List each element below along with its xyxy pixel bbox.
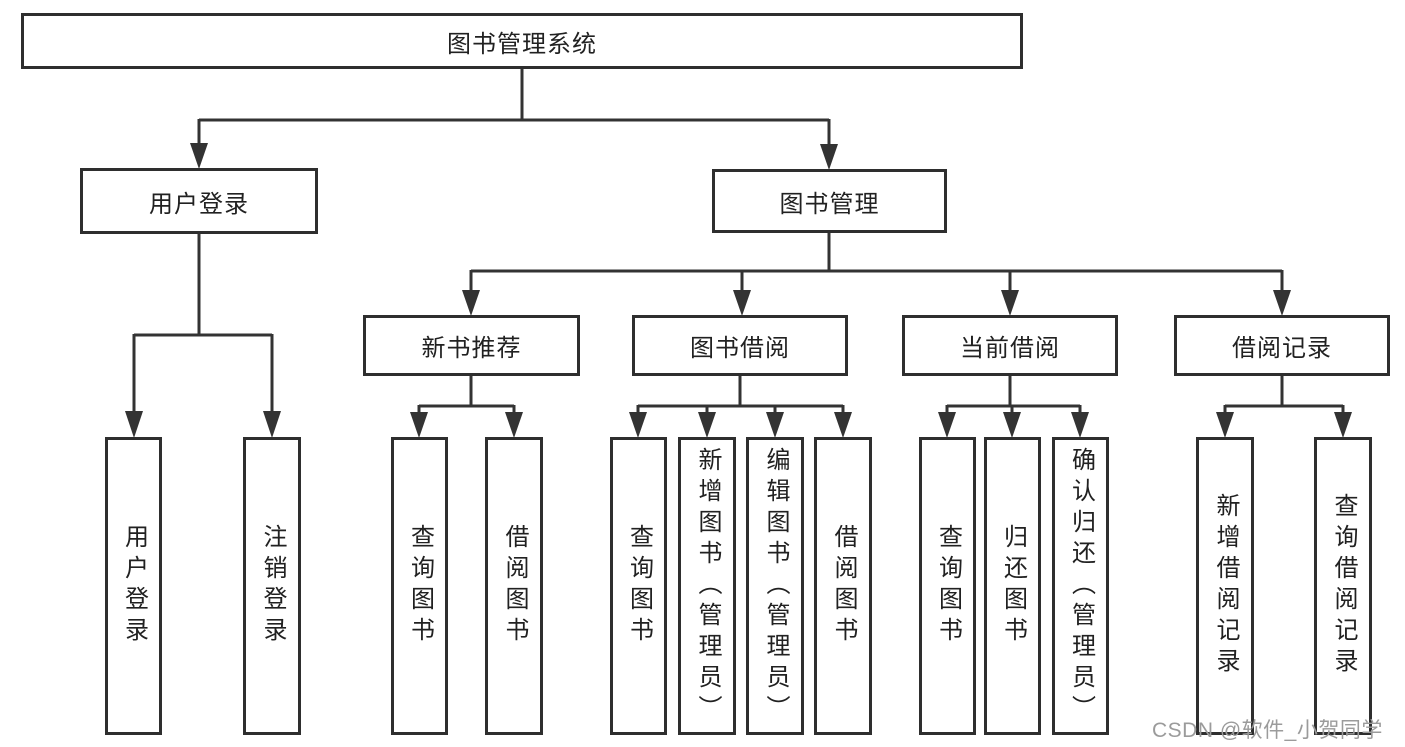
leaf-return-book: 归还图书: [984, 437, 1041, 735]
node-label: 新书推荐: [421, 335, 522, 362]
node-label: 注销登录: [259, 524, 286, 648]
leaf-query-books-borrow: 查询图书: [610, 437, 667, 735]
node-current-borrow: 当前借阅: [902, 315, 1118, 376]
connector-new-book-branch: [417, 376, 516, 414]
connector-book-borrow-branch: [636, 376, 845, 414]
node-label: 归还图书: [999, 524, 1027, 648]
leaf-add-borrow-record: 新增借阅记录: [1196, 437, 1254, 735]
leaf-logout-login: 注销登录: [243, 437, 301, 735]
node-borrow-records: 借阅记录: [1174, 315, 1390, 376]
node-label: 查询借阅记录: [1330, 493, 1357, 679]
node-label: 图书借阅: [690, 335, 790, 362]
node-label: 借阅记录: [1232, 335, 1332, 362]
leaf-user-login: 用户登录: [105, 437, 162, 735]
node-label: 查询图书: [406, 524, 434, 648]
connector-user-login-branch: [132, 234, 274, 414]
node-new-book-recommend: 新书推荐: [363, 315, 580, 376]
node-user-login: 用户登录: [80, 168, 318, 234]
leaf-borrow-books-recommend: 借阅图书: [485, 437, 543, 735]
connector-borrow-records-branch: [1223, 376, 1345, 414]
arrowheads-leaves: [410, 412, 1352, 438]
node-label: 新增借阅记录: [1212, 493, 1239, 679]
node-book-management: 图书管理: [712, 169, 947, 233]
node-label: 编辑图书（管理员）: [762, 446, 789, 726]
connector-book-management-branch: [469, 233, 1284, 293]
arrowheads-level3: [462, 290, 1291, 316]
leaf-edit-book-admin: 编辑图书（管理员）: [746, 437, 804, 735]
node-label: 确认归还（管理员）: [1067, 446, 1095, 726]
node-label: 图书管理系统: [447, 30, 597, 58]
node-library-management-system: 图书管理系统: [21, 13, 1023, 69]
leaf-add-book-admin: 新增图书（管理员）: [678, 437, 736, 735]
connector-root-branch: [197, 69, 831, 147]
node-label: 用户登录: [149, 190, 249, 218]
node-label: 当前借阅: [960, 335, 1060, 362]
node-label: 查询图书: [934, 524, 962, 648]
connector-current-borrow-branch: [945, 376, 1082, 414]
node-label: 新增图书（管理员）: [694, 446, 721, 726]
leaf-query-books-recommend: 查询图书: [391, 437, 448, 735]
leaf-borrow-books: 借阅图书: [814, 437, 872, 735]
node-label: 图书管理: [779, 190, 880, 218]
arrowheads-level2: [190, 143, 838, 170]
node-book-borrow: 图书借阅: [632, 315, 848, 376]
arrowheads-user-login-leaves: [125, 411, 281, 438]
node-label: 用户登录: [120, 524, 148, 648]
node-label: 借阅图书: [830, 524, 857, 648]
node-label: 借阅图书: [501, 524, 528, 648]
csdn-watermark: CSDN @软件_小贺同学: [1152, 719, 1383, 742]
node-label: 查询图书: [625, 524, 653, 648]
leaf-confirm-return-admin: 确认归还（管理员）: [1052, 437, 1109, 735]
leaf-query-borrow-record: 查询借阅记录: [1314, 437, 1372, 735]
leaf-query-books-current: 查询图书: [919, 437, 976, 735]
